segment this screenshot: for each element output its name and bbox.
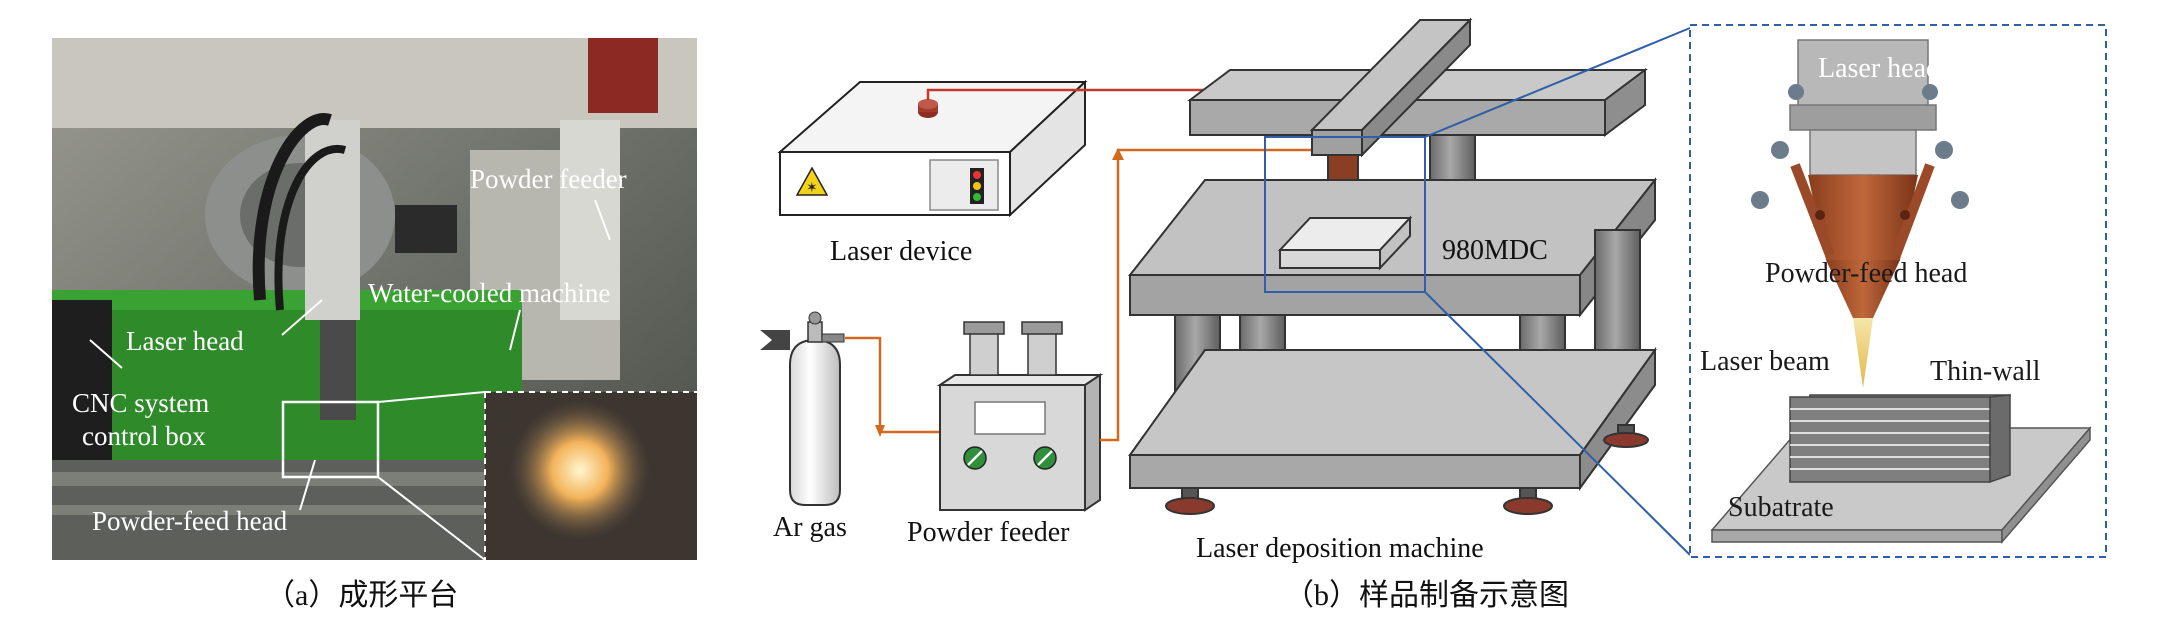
inset-thin-wall bbox=[1789, 394, 2011, 484]
caption-a: （a）成形平台 bbox=[265, 579, 458, 612]
caption-b: （b）样品制备示意图 bbox=[1284, 579, 1569, 612]
deposition-machine bbox=[1127, 17, 1658, 515]
gas-line bbox=[845, 336, 940, 434]
inset-label-laser-beam: Laser beam bbox=[1700, 346, 1830, 377]
connector-line-bottom bbox=[1424, 291, 1691, 556]
label-water-cooled-machine: Water-cooled machine bbox=[368, 278, 610, 308]
label-deposition-machine: Laser deposition machine bbox=[1196, 533, 1484, 564]
inset-laser-head bbox=[1751, 39, 1969, 209]
label-control-box: control box bbox=[82, 421, 206, 451]
label-cnc-system: CNC system bbox=[72, 388, 209, 418]
powder-feeder-box bbox=[936, 321, 1104, 512]
laser-device-box: ✶ bbox=[777, 79, 1088, 218]
inset-laser-beam bbox=[1853, 318, 1873, 388]
gas-arrow-down-icon bbox=[875, 425, 885, 437]
label-powder-feeder: Powder feeder bbox=[907, 517, 1070, 548]
label-ar-gas: Ar gas bbox=[773, 512, 847, 543]
label-laser-device: Laser device bbox=[830, 236, 972, 267]
label-powder-feed-head-photo: Powder-feed head bbox=[92, 506, 288, 536]
inset-label-laser-head: Laser head bbox=[1818, 53, 1940, 84]
inset-powder-feed-head bbox=[1790, 163, 1935, 318]
inset-label-substrate: Subatrate bbox=[1728, 492, 1834, 523]
label-machine-model: 980MDC bbox=[1442, 235, 1548, 266]
inset-label-powder-feed-head: Powder-feed head bbox=[1765, 258, 1967, 289]
connector-line-top bbox=[1424, 27, 1691, 138]
label-laser-head-photo: Laser head bbox=[126, 326, 244, 356]
powder-arrow-up-icon bbox=[1112, 148, 1124, 160]
inset-label-thin-wall: Thin-wall bbox=[1930, 356, 2041, 387]
powder-line bbox=[1100, 148, 1340, 442]
ar-gas-cylinder bbox=[760, 311, 845, 506]
detail-selection-box bbox=[1264, 136, 1426, 293]
panel-a-photo bbox=[52, 38, 697, 561]
label-powder-feeder-photo: Powder feeder bbox=[470, 164, 627, 194]
svg-text:✶: ✶ bbox=[806, 180, 818, 196]
